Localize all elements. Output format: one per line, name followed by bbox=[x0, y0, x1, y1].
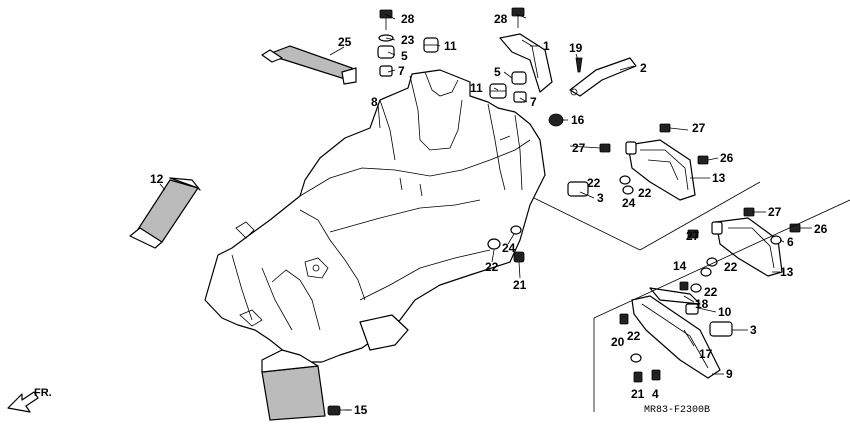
bolt-21-a-part bbox=[513, 251, 525, 263]
bolt-4 bbox=[651, 369, 661, 381]
callout-28b: 28 bbox=[494, 12, 508, 26]
nut-22-e bbox=[487, 238, 501, 250]
bolt-15-part bbox=[327, 405, 350, 416]
callout-27c: 27 bbox=[768, 205, 782, 219]
callout-7b: 7 bbox=[530, 95, 537, 109]
bolt-21-b-part bbox=[633, 371, 643, 383]
callout-6: 6 bbox=[787, 235, 794, 249]
callout-21a: 21 bbox=[513, 278, 527, 292]
nut-22-c bbox=[690, 283, 702, 293]
callout-19: 19 bbox=[569, 41, 583, 55]
cap-nut-16-part bbox=[548, 113, 564, 127]
nut-22-a bbox=[619, 175, 631, 185]
callout-17: 17 bbox=[699, 347, 713, 361]
reflector-3-lower bbox=[709, 321, 733, 337]
nut-22-b bbox=[706, 257, 718, 267]
callout-24a: 24 bbox=[622, 196, 636, 210]
direction-label: FR. bbox=[34, 387, 52, 399]
callout-12: 12 bbox=[150, 172, 164, 186]
callout-28a: 28 bbox=[401, 12, 415, 26]
callout-14: 14 bbox=[673, 259, 687, 273]
leader-lines bbox=[159, 13, 850, 412]
callout-10: 10 bbox=[718, 305, 732, 319]
callout-2: 2 bbox=[640, 61, 647, 75]
bolt-27-b bbox=[659, 123, 671, 133]
callout-27a: 27 bbox=[572, 141, 586, 155]
callout-24b: 24 bbox=[502, 241, 516, 255]
bracket-13-lower bbox=[711, 217, 783, 277]
callout-13a: 13 bbox=[712, 171, 726, 185]
reflector-3-upper bbox=[567, 181, 589, 197]
callout-22a: 22 bbox=[587, 176, 601, 190]
callout-22b: 22 bbox=[638, 186, 652, 200]
callout-26a: 26 bbox=[720, 151, 734, 165]
callout-7a: 7 bbox=[398, 64, 405, 78]
callout-23: 23 bbox=[401, 33, 415, 47]
washer-6 bbox=[770, 235, 782, 245]
callout-18: 18 bbox=[695, 297, 709, 311]
diagram-code: MR83-F2300B bbox=[644, 405, 710, 416]
callout-15: 15 bbox=[354, 403, 368, 417]
callout-9: 9 bbox=[726, 367, 733, 381]
bracket-2-part bbox=[569, 57, 637, 97]
mud-flap-part bbox=[261, 349, 326, 421]
callout-16: 16 bbox=[571, 113, 585, 127]
fastener-stack-right bbox=[489, 7, 553, 103]
callout-20: 20 bbox=[611, 335, 625, 349]
callout-27d: 27 bbox=[686, 229, 700, 243]
callout-25: 25 bbox=[338, 35, 352, 49]
nut-24-a bbox=[622, 185, 634, 195]
callout-3a: 3 bbox=[597, 191, 604, 205]
callout-5b: 5 bbox=[494, 65, 501, 79]
bolt-26-a bbox=[697, 155, 709, 165]
nut-22-d bbox=[630, 353, 642, 363]
callout-1: 1 bbox=[543, 39, 550, 53]
bracket-13-upper bbox=[625, 139, 696, 201]
bracket-18-part bbox=[649, 287, 701, 305]
callout-27b: 27 bbox=[692, 121, 706, 135]
strap-25-part bbox=[261, 45, 357, 85]
callout-8: 8 bbox=[371, 95, 378, 109]
front-direction-arrow-icon bbox=[7, 391, 39, 413]
bolt-27-d bbox=[687, 229, 699, 239]
grommet-10 bbox=[685, 303, 699, 315]
callout-4: 4 bbox=[652, 387, 659, 401]
bolt-14 bbox=[679, 281, 689, 291]
nut-24-c bbox=[510, 225, 522, 235]
bolt-27-a bbox=[599, 143, 611, 153]
callout-22e: 22 bbox=[704, 285, 718, 299]
callout-21b: 21 bbox=[631, 387, 645, 401]
fastener-stack-left bbox=[377, 9, 395, 77]
nut-24-b bbox=[700, 267, 712, 277]
callout-3b: 3 bbox=[750, 323, 757, 337]
strap-12-part bbox=[129, 177, 201, 249]
callout-22c: 22 bbox=[485, 260, 499, 274]
rear-fender-part bbox=[204, 69, 546, 363]
nut-20 bbox=[619, 313, 629, 325]
callout-22d: 22 bbox=[724, 260, 738, 274]
callout-11a: 11 bbox=[444, 39, 457, 53]
grommet-11-top bbox=[423, 37, 439, 53]
callout-5a: 5 bbox=[401, 49, 408, 63]
callout-13b: 13 bbox=[780, 265, 794, 279]
callout-22f: 22 bbox=[627, 329, 641, 343]
callout-11b: 11 bbox=[470, 81, 483, 95]
bracket-9-part bbox=[631, 295, 721, 379]
callout-26b: 26 bbox=[814, 222, 828, 236]
screw-19-part bbox=[575, 57, 583, 73]
